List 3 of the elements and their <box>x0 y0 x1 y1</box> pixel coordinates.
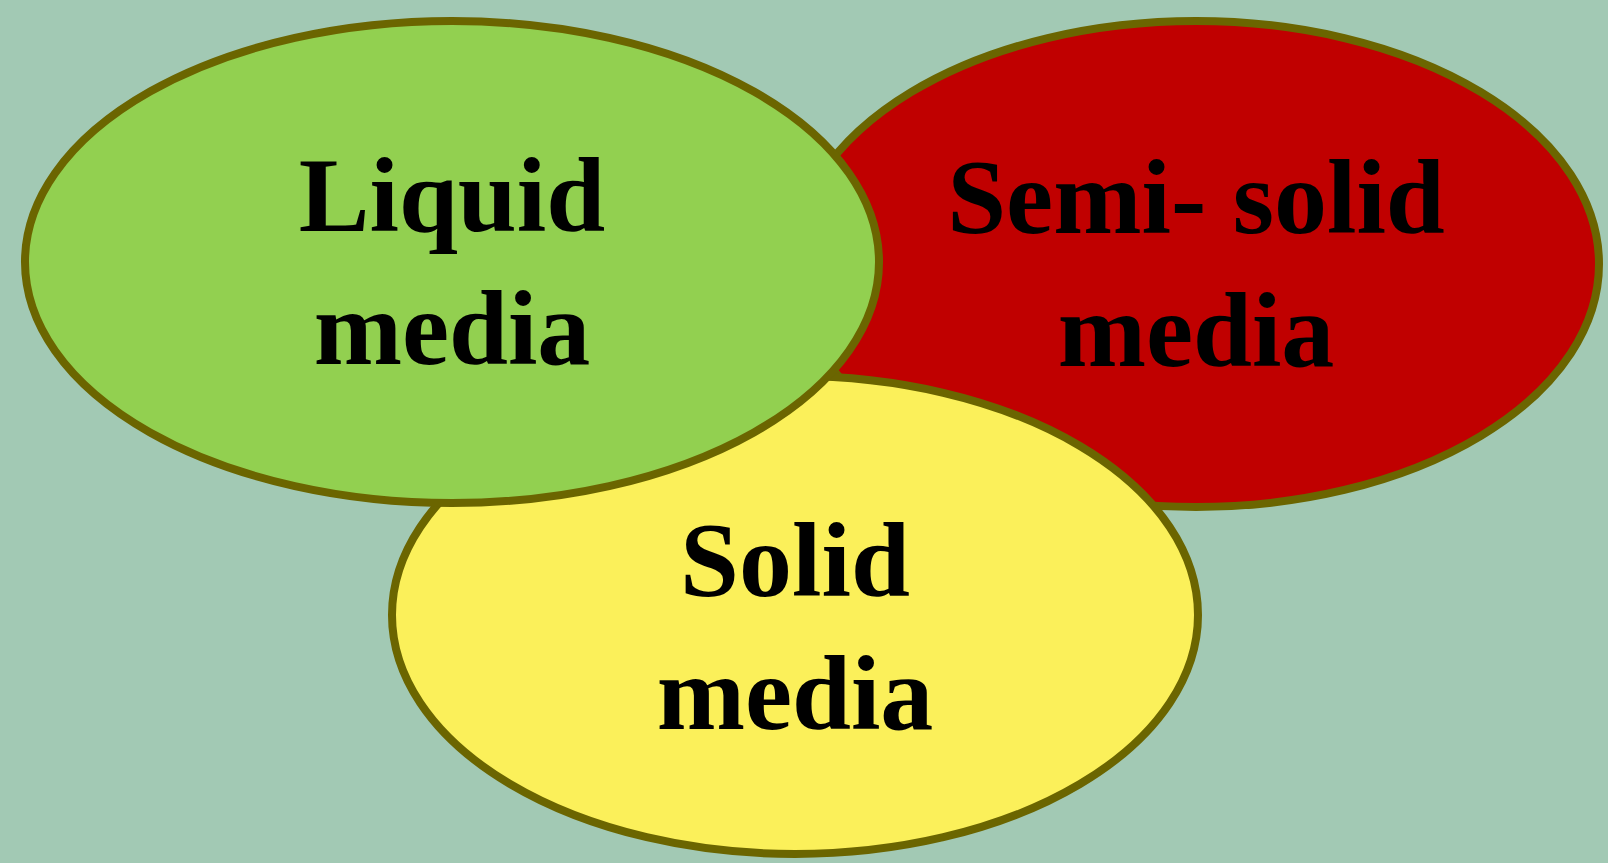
node-label: Liquid media <box>297 135 607 388</box>
node-label: Semi- solid media <box>946 137 1446 390</box>
node-label: Solid media <box>655 500 935 753</box>
